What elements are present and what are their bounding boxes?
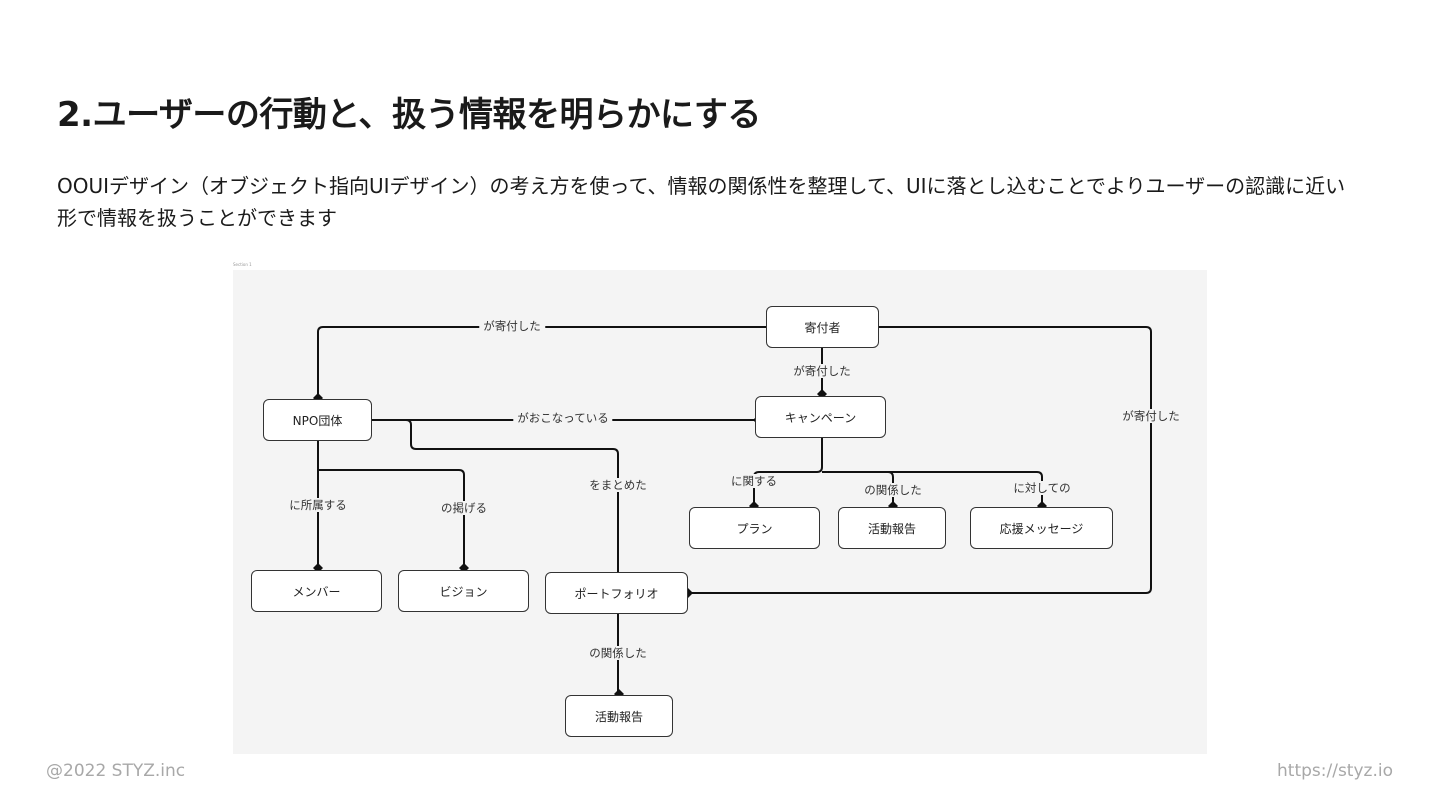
edge-label-campaign-report: の関係した: [860, 483, 926, 497]
edge-label-portfolio-report: の関係した: [585, 646, 651, 660]
edge-campaign-children: [753, 438, 823, 506]
edge-npo-portfolio: [372, 419, 619, 572]
edge-donor-portfolio: [688, 326, 1152, 594]
node-portfolio: ポートフォリオ: [545, 572, 688, 614]
node-portfolio-report: 活動報告: [565, 695, 673, 737]
footer-copyright: @2022 STYZ.inc: [46, 761, 186, 781]
edge-label-donor-npo: が寄付した: [479, 319, 545, 333]
frame-label: Section 1: [233, 262, 252, 267]
node-campaign-report: 活動報告: [838, 507, 946, 549]
page-description: OOUIデザイン（オブジェクト指向UIデザイン）の考え方を使って、情報の関係性を…: [57, 174, 1346, 230]
edge-label-donor-portfolio: が寄付した: [1118, 409, 1184, 423]
edge-label-campaign-message: に対しての: [1009, 481, 1075, 495]
footer-url: https://styz.io: [1277, 761, 1393, 781]
page-title: 2.ユーザーの行動と、扱う情報を明らかにする: [57, 95, 761, 135]
edge-donor-npo: [317, 326, 766, 398]
node-member: メンバー: [251, 570, 382, 612]
node-donor: 寄付者: [766, 306, 879, 348]
edge-label-donor-campaign: が寄付した: [789, 364, 855, 378]
edge-label-npo-member: に所属する: [285, 498, 351, 512]
node-cheer-message: 応援メッセージ: [970, 507, 1113, 549]
object-relationship-diagram: が寄付した が寄付した が寄付した がおこなっている に所属する の掲げる をま…: [233, 270, 1207, 754]
node-campaign: キャンペーン: [755, 396, 886, 438]
edge-npo-vision: [318, 469, 465, 568]
edge-label-npo-vision: の掲げる: [437, 501, 491, 515]
node-npo: NPO団体: [263, 399, 372, 441]
edge-label-npo-campaign: がおこなっている: [513, 411, 613, 425]
node-vision: ビジョン: [398, 570, 529, 612]
edge-label-campaign-plan: に関する: [727, 474, 781, 488]
node-plan: プラン: [689, 507, 820, 549]
edge-label-npo-portfolio: をまとめた: [585, 478, 651, 492]
